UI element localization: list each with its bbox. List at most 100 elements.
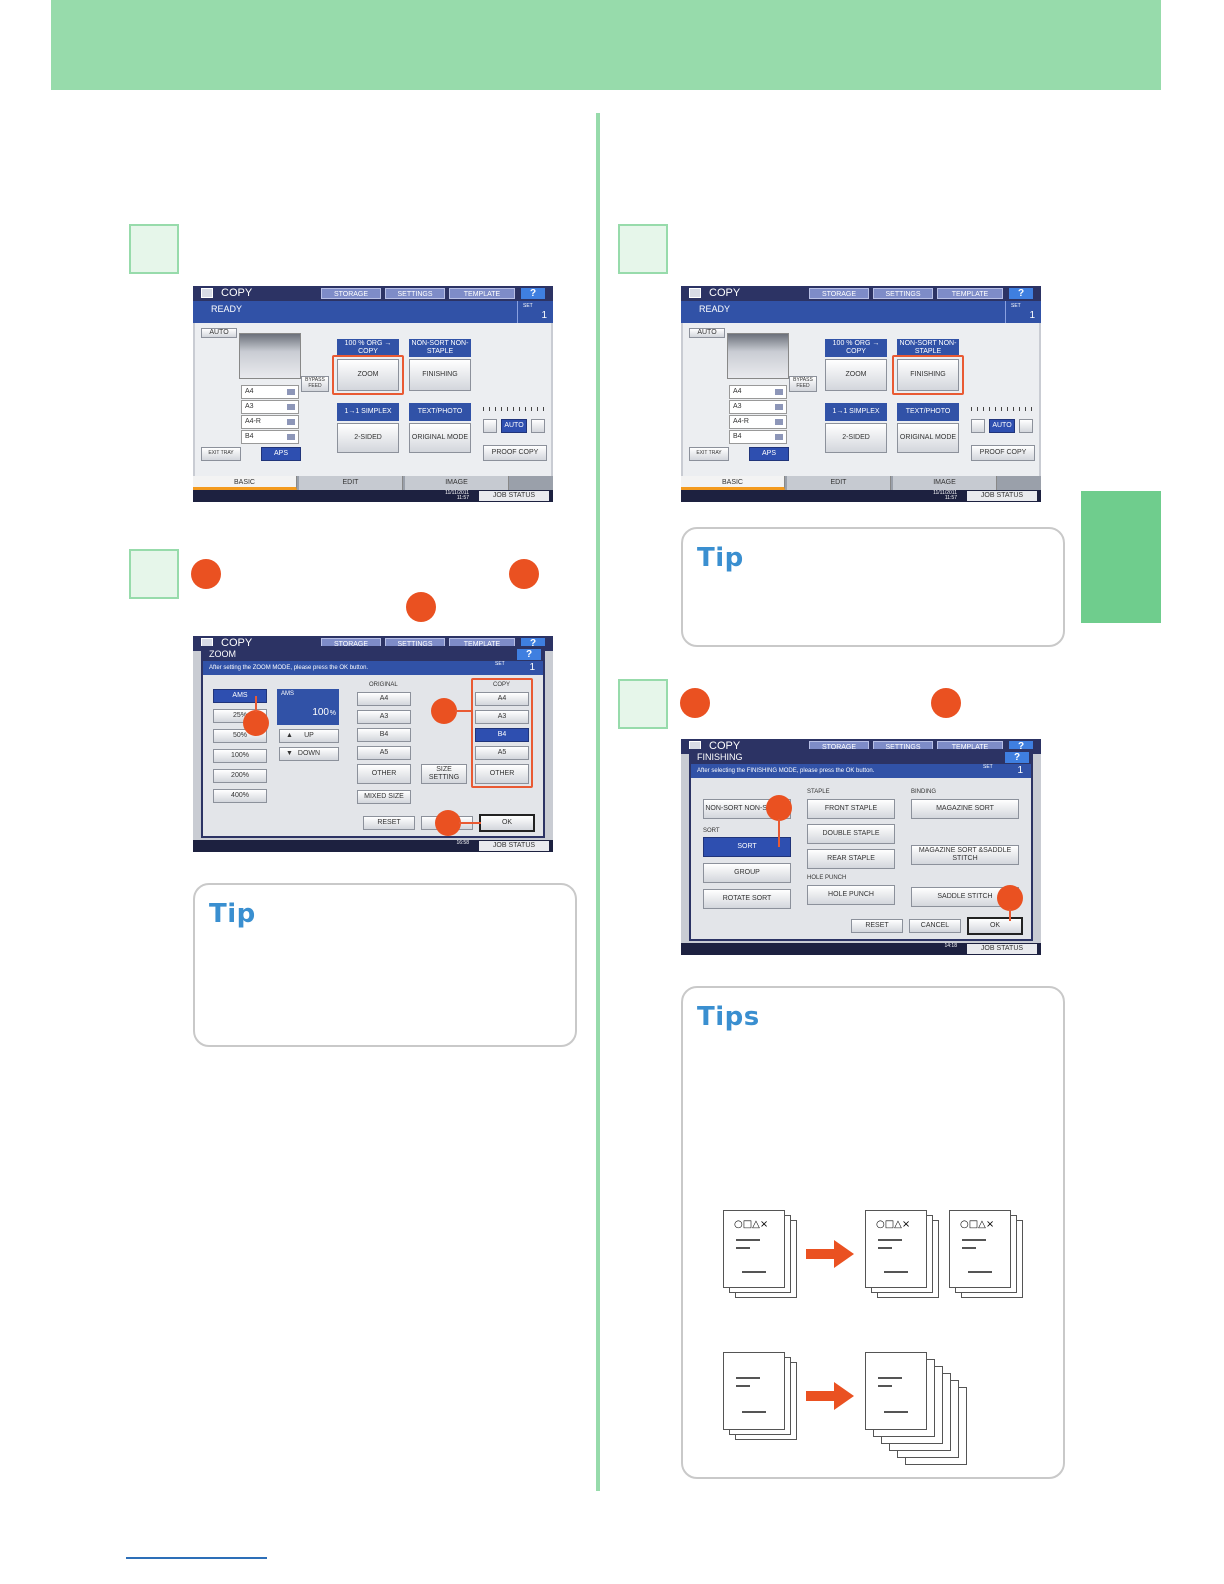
finishing-button[interactable]: FINISHING	[409, 359, 471, 391]
status-text: READY	[699, 304, 731, 314]
column-divider	[596, 113, 600, 1491]
copy-a5[interactable]: A5	[475, 746, 529, 760]
tab-basic[interactable]: BASIC	[193, 476, 297, 490]
auto-button[interactable]: AUTO	[689, 328, 725, 338]
density-auto-button[interactable]: AUTO	[501, 419, 527, 433]
original-a4[interactable]: A4	[357, 692, 411, 706]
sort-button[interactable]: SORT	[703, 837, 791, 857]
proof-copy-button[interactable]: PROOF COPY	[483, 445, 547, 461]
text-line	[742, 1271, 766, 1273]
tray-1[interactable]: A4	[241, 385, 299, 399]
reset-button[interactable]: RESET	[851, 919, 903, 933]
tray-3[interactable]: A4-R	[241, 415, 299, 429]
group-button[interactable]: GROUP	[703, 863, 791, 883]
dialog-help-button[interactable]: ?	[517, 649, 541, 660]
help-button[interactable]: ?	[1009, 288, 1033, 299]
rear-staple-button[interactable]: REAR STAPLE	[807, 849, 895, 869]
copy-other[interactable]: OTHER	[475, 764, 529, 784]
tab-basic[interactable]: BASIC	[681, 476, 785, 490]
tray-3[interactable]: A4-R	[729, 415, 787, 429]
preset-ams[interactable]: AMS	[213, 689, 267, 703]
auto-button[interactable]: AUTO	[201, 328, 237, 338]
job-status-button[interactable]: JOB STATUS	[479, 491, 549, 501]
lighter-button[interactable]	[483, 419, 497, 433]
mixed-size-button[interactable]: MIXED SIZE	[357, 790, 411, 804]
lighter-button[interactable]	[971, 419, 985, 433]
bypass-feed-button[interactable]: BYPASS FEED	[301, 376, 329, 392]
bypass-feed-button[interactable]: BYPASS FEED	[789, 376, 817, 392]
zoom-button[interactable]: ZOOM	[825, 359, 887, 391]
finishing-button[interactable]: FINISHING	[897, 359, 959, 391]
preset-200[interactable]: 200%	[213, 769, 267, 783]
tray-label: A4-R	[245, 418, 261, 425]
text-line	[878, 1385, 892, 1387]
rotate-sort-button[interactable]: ROTATE SORT	[703, 889, 791, 909]
template-button[interactable]: TEMPLATE	[449, 288, 515, 299]
original-mode-button[interactable]: ORIGINAL MODE	[897, 423, 959, 453]
zoom-down-button[interactable]: ▼DOWN	[279, 747, 339, 761]
zoom-button[interactable]: ZOOM	[337, 359, 399, 391]
app-title: COPY	[221, 287, 253, 299]
preset-400[interactable]: 400%	[213, 789, 267, 803]
darker-button[interactable]	[1019, 419, 1033, 433]
copy-b4[interactable]: B4	[475, 728, 529, 742]
time-text: 14:18	[944, 943, 957, 949]
copy-a3[interactable]: A3	[475, 710, 529, 724]
density-auto-button[interactable]: AUTO	[989, 419, 1015, 433]
hole-punch-button[interactable]: HOLE PUNCH	[807, 885, 895, 905]
tab-image[interactable]: IMAGE	[405, 476, 509, 490]
original-b4[interactable]: B4	[357, 728, 411, 742]
page-symbols: ○□△×	[734, 1219, 769, 1230]
darker-button[interactable]	[531, 419, 545, 433]
original-a3[interactable]: A3	[357, 710, 411, 724]
tray-2[interactable]: A3	[241, 400, 299, 414]
date-text: 11/11/2011	[933, 490, 957, 496]
size-setting-button[interactable]: SIZE SETTING	[421, 764, 467, 784]
cancel-button[interactable]: CANCEL	[909, 919, 961, 933]
preset-100[interactable]: 100%	[213, 749, 267, 763]
proof-copy-button[interactable]: PROOF COPY	[971, 445, 1035, 461]
tray-1[interactable]: A4	[729, 385, 787, 399]
exit-tray-button[interactable]: EXIT TRAY	[201, 447, 241, 461]
original-mode-button[interactable]: ORIGINAL MODE	[409, 423, 471, 453]
tab-image[interactable]: IMAGE	[893, 476, 997, 490]
aps-button[interactable]: APS	[261, 447, 301, 461]
original-a5[interactable]: A5	[357, 746, 411, 760]
tab-edit[interactable]: EDIT	[299, 476, 403, 490]
settings-button[interactable]: SETTINGS	[385, 288, 445, 299]
two-sided-button[interactable]: 2-SIDED	[825, 423, 887, 453]
ok-button[interactable]: OK	[479, 814, 535, 832]
help-button[interactable]: ?	[521, 288, 545, 299]
magazine-sort-button[interactable]: MAGAZINE SORT	[911, 799, 1019, 819]
zoom-up-button[interactable]: ▲UP	[279, 729, 339, 743]
job-status-button[interactable]: JOB STATUS	[967, 944, 1037, 954]
magazine-saddle-button[interactable]: MAGAZINE SORT &SADDLE STITCH	[911, 845, 1019, 865]
help-button[interactable]: ?	[1009, 741, 1033, 752]
ok-button[interactable]: OK	[967, 917, 1023, 935]
front-staple-button[interactable]: FRONT STAPLE	[807, 799, 895, 819]
job-status-button[interactable]: JOB STATUS	[967, 491, 1037, 501]
exit-tray-button[interactable]: EXIT TRAY	[689, 447, 729, 461]
job-status-button[interactable]: JOB STATUS	[479, 841, 549, 851]
copy-size-highlight	[471, 678, 533, 788]
text-line	[736, 1385, 750, 1387]
double-staple-button[interactable]: DOUBLE STAPLE	[807, 824, 895, 844]
original-other[interactable]: OTHER	[357, 764, 411, 784]
callout-marker-5	[931, 688, 961, 718]
storage-button[interactable]: STORAGE	[321, 288, 381, 299]
reset-button[interactable]: RESET	[363, 816, 415, 830]
text-line	[736, 1239, 760, 1241]
storage-button[interactable]: STORAGE	[809, 288, 869, 299]
settings-button[interactable]: SETTINGS	[873, 288, 933, 299]
two-sided-button[interactable]: 2-SIDED	[337, 423, 399, 453]
copy-a4[interactable]: A4	[475, 692, 529, 706]
tab-edit[interactable]: EDIT	[787, 476, 891, 490]
dialog-message: After selecting the FINISHING MODE, plea…	[691, 764, 1031, 778]
template-button[interactable]: TEMPLATE	[937, 288, 1003, 299]
tray-2[interactable]: A3	[729, 400, 787, 414]
aps-button[interactable]: APS	[749, 447, 789, 461]
help-button[interactable]: ?	[521, 638, 545, 649]
dialog-help-button[interactable]: ?	[1005, 752, 1029, 763]
tray-4[interactable]: B4	[241, 430, 299, 444]
tray-4[interactable]: B4	[729, 430, 787, 444]
